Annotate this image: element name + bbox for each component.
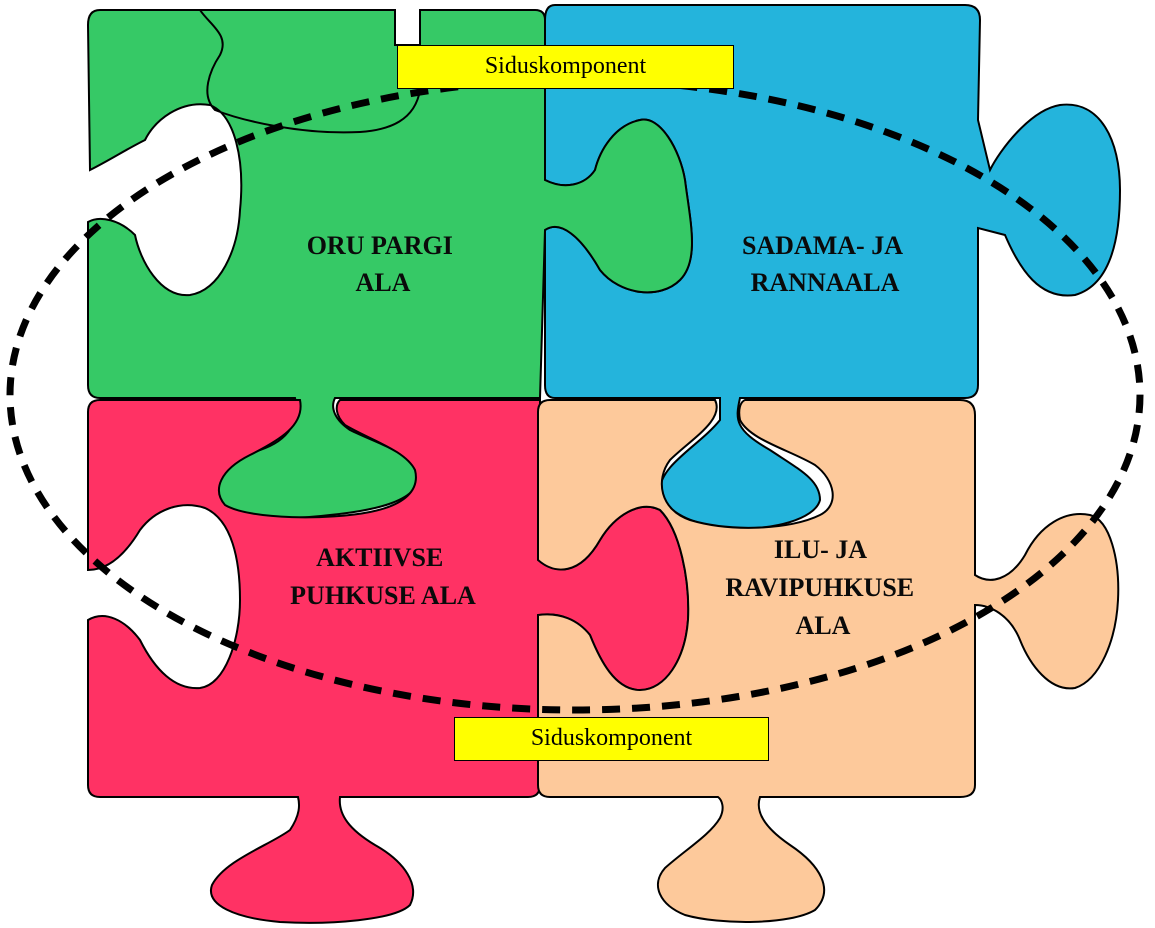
blue-piece-label: SADAMA- JA RANNAALA [742,231,908,297]
top-link-component-box: Siduskomponent [397,45,734,89]
peach-puzzle-piece [537,399,1120,923]
blue-piece-label-line1: SADAMA- JA [742,231,903,260]
peach-piece-label-line1: ILU- JA [774,535,867,564]
red-piece-label-line1: AKTIIVSE [316,543,443,572]
green-piece-label: ORU PARGI ALA [307,231,460,297]
green-piece-label-line1: ORU PARGI [307,231,453,260]
peach-piece-label-line3: ALA [796,611,851,640]
green-piece-label-line2: ALA [356,268,411,297]
bottom-link-component-box: Siduskomponent [454,717,769,761]
blue-piece-label-line2: RANNAALA [751,268,900,297]
peach-piece-label: ILU- JA RAVIPUHKUSE ALA [725,535,920,640]
red-piece-label-line2: PUHKUSE ALA [290,581,476,610]
red-piece-label: AKTIIVSE PUHKUSE ALA [290,543,476,610]
peach-piece-label-line2: RAVIPUHKUSE [725,573,914,602]
